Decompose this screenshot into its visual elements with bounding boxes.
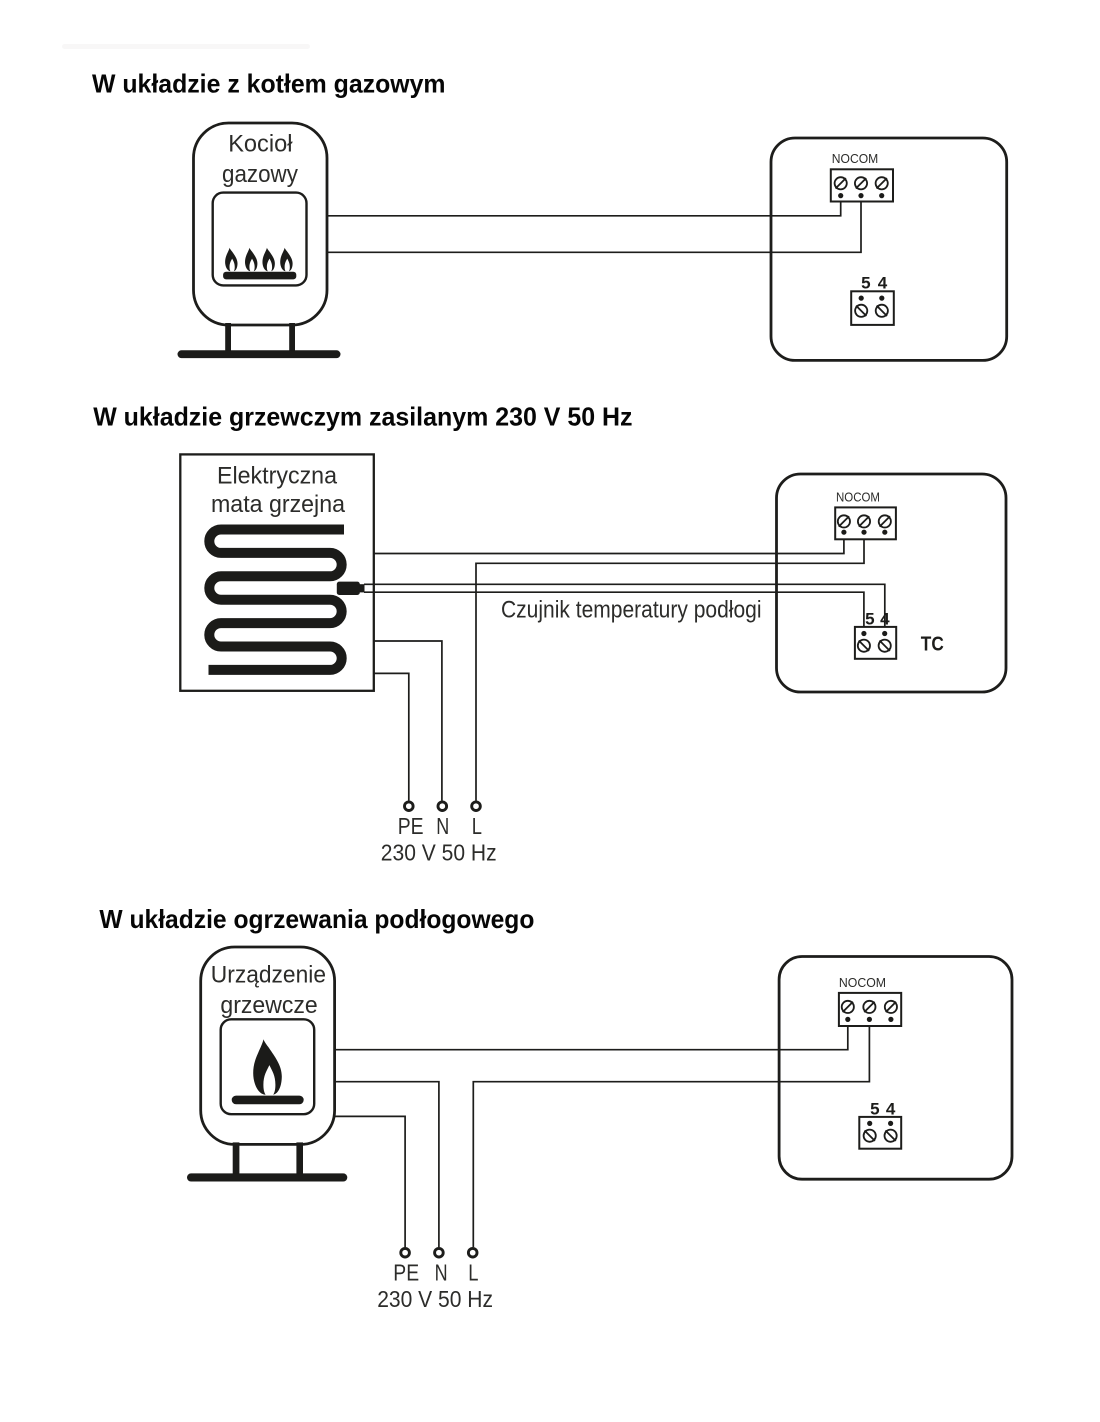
svg-text:L: L <box>468 1259 478 1285</box>
svg-text:N: N <box>435 1259 448 1285</box>
svg-text:NOCOM: NOCOM <box>836 489 880 504</box>
svg-text:PE: PE <box>398 813 424 839</box>
svg-text:Urządzenie: Urządzenie <box>211 961 326 988</box>
svg-text:W układzie ogrzewania podłogow: W układzie ogrzewania podłogowego <box>99 904 534 934</box>
svg-text:N: N <box>436 813 449 839</box>
svg-text:mata grzejna: mata grzejna <box>211 491 346 518</box>
svg-text:TC: TC <box>921 633 944 655</box>
svg-text:grzewcze: grzewcze <box>220 992 317 1019</box>
svg-text:Elektryczna: Elektryczna <box>217 463 338 490</box>
svg-text:230 V 50 Hz: 230 V 50 Hz <box>381 840 497 866</box>
svg-text:W układzie grzewczym zasilanym: W układzie grzewczym zasilanym 230 V 50 … <box>93 402 632 432</box>
svg-text:4: 4 <box>880 609 890 628</box>
svg-text:Kocioł: Kocioł <box>228 130 293 157</box>
svg-text:230 V 50 Hz: 230 V 50 Hz <box>377 1286 493 1312</box>
svg-text:NOCOM: NOCOM <box>832 151 878 166</box>
svg-text:4: 4 <box>886 1100 896 1119</box>
svg-text:5: 5 <box>865 609 874 628</box>
svg-text:Czujnik temperatury podłogi: Czujnik temperatury podłogi <box>501 597 762 624</box>
svg-text:5: 5 <box>861 273 870 292</box>
svg-text:L: L <box>472 813 482 839</box>
svg-text:W układzie z kotłem gazowym: W układzie z kotłem gazowym <box>92 68 446 98</box>
svg-text:gazowy: gazowy <box>222 161 298 188</box>
svg-text:4: 4 <box>878 273 888 292</box>
svg-text:5: 5 <box>870 1100 879 1119</box>
svg-text:NOCOM: NOCOM <box>839 975 886 990</box>
svg-text:PE: PE <box>393 1259 419 1285</box>
